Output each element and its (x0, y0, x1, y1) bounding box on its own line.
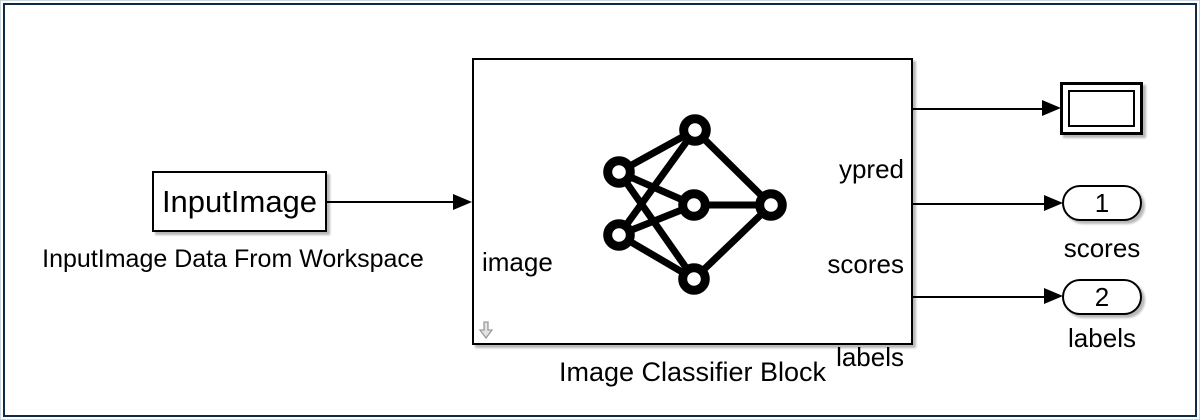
input-port-image: image (482, 247, 553, 277)
from-workspace-block[interactable]: InputImage (152, 171, 327, 232)
wire-ypred-arrowhead-icon (1042, 100, 1061, 116)
outport-labels-number: 2 (1094, 281, 1110, 312)
outport-labels-caption[interactable]: labels (1068, 323, 1136, 353)
neural-network-icon (603, 114, 787, 295)
image-classifier-block[interactable]: image ypred scores labels (472, 58, 913, 370)
wire-ypred[interactable] (913, 108, 1043, 110)
output-port-labels: labels (836, 342, 904, 372)
from-workspace-block-label: InputImage (161, 183, 318, 219)
display-block-screen (1068, 90, 1135, 127)
output-port-scores: scores (827, 249, 904, 279)
outport-scores[interactable]: 1 (1062, 185, 1142, 221)
wire-image[interactable] (327, 201, 455, 203)
wire-scores[interactable] (913, 203, 1045, 205)
down-arrow-badge-icon[interactable] (479, 321, 493, 340)
outport-scores-caption[interactable]: scores (1063, 233, 1141, 263)
outport-scores-number: 1 (1094, 187, 1110, 218)
wire-labels[interactable] (913, 296, 1045, 298)
from-workspace-block-caption[interactable]: InputImage Data From Workspace (42, 245, 424, 273)
output-port-ypred: ypred (838, 154, 904, 184)
wire-labels-arrowhead-icon (1044, 288, 1063, 304)
display-block[interactable] (1060, 82, 1143, 135)
wire-image-arrowhead-icon (453, 194, 472, 210)
image-classifier-block-caption[interactable]: Image Classifier Block (558, 357, 827, 387)
outport-labels[interactable]: 2 (1062, 279, 1142, 315)
wire-scores-arrowhead-icon (1044, 195, 1063, 211)
